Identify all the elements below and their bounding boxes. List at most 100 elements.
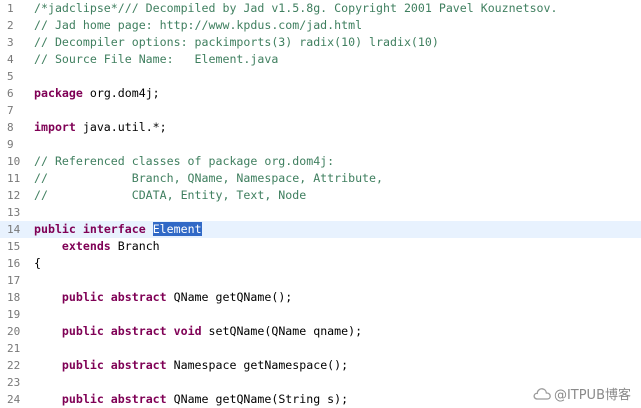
code-line[interactable]: 22 public abstract Namespace getNamespac…	[0, 357, 641, 374]
code-text: public abstract Namespace getNamespace()…	[34, 357, 348, 374]
code-token	[104, 290, 111, 304]
code-token: setQName(QName qname);	[201, 324, 363, 338]
line-number: 11	[7, 172, 21, 185]
code-token: public	[61, 290, 104, 304]
code-text: extends Branch	[34, 238, 160, 255]
code-text: // Referenced classes of package org.dom…	[34, 153, 334, 170]
code-token	[34, 290, 62, 304]
code-token: void	[173, 324, 202, 338]
line-number: 19	[7, 308, 21, 321]
code-token: // CDATA, Entity, Text, Node	[34, 188, 307, 202]
line-number: 12	[7, 189, 21, 202]
code-token: abstract	[110, 358, 167, 372]
code-token	[76, 222, 83, 236]
code-token	[167, 324, 174, 338]
code-token	[34, 239, 62, 253]
code-token: package	[34, 86, 83, 100]
line-number: 15	[7, 240, 21, 253]
code-token: public	[61, 392, 104, 406]
code-text: public abstract QName getQName();	[34, 289, 292, 306]
line-number: 16	[7, 257, 21, 270]
code-token: // Referenced classes of package org.dom…	[34, 154, 335, 168]
line-number: 6	[7, 87, 14, 100]
code-token	[104, 358, 111, 372]
code-text: import java.util.*;	[34, 119, 167, 136]
line-number: 24	[7, 393, 21, 406]
code-line[interactable]: 10 // Referenced classes of package org.d…	[0, 153, 641, 170]
line-number: 5	[7, 70, 14, 83]
line-number: 2	[7, 19, 14, 32]
code-line[interactable]: 18 public abstract QName getQName();	[0, 289, 641, 306]
code-token: {	[34, 256, 41, 270]
code-line[interactable]: 5	[0, 68, 641, 85]
code-text: // CDATA, Entity, Text, Node	[34, 187, 306, 204]
code-token	[34, 358, 62, 372]
code-token: // Decompiler options: packimports(3) ra…	[34, 35, 439, 49]
code-line[interactable]: 4 // Source File Name: Element.java	[0, 51, 641, 68]
code-line[interactable]: 17	[0, 272, 641, 289]
code-token: public	[61, 324, 104, 338]
code-line[interactable]: 9	[0, 136, 641, 153]
code-token	[146, 222, 153, 236]
code-text: {	[34, 255, 41, 272]
code-text: public abstract void setQName(QName qnam…	[34, 323, 362, 340]
code-token: QName getQName();	[166, 290, 293, 304]
code-text: /*jadclipse*/// Decompiled by Jad v1.5.8…	[34, 0, 558, 17]
code-text: package org.dom4j;	[34, 85, 160, 102]
code-token: java.util.*;	[75, 120, 167, 134]
line-number: 17	[7, 274, 21, 287]
watermark: @ITPUB博客	[530, 383, 633, 403]
code-token: // Jad home page: http://www.kpdus.com/j…	[34, 18, 363, 32]
code-line[interactable]: 20 public abstract void setQName(QName q…	[0, 323, 641, 340]
line-number: 13	[7, 206, 21, 219]
code-line[interactable]: 1 /*jadclipse*/// Decompiled by Jad v1.5.…	[0, 0, 641, 17]
code-line[interactable]: 13	[0, 204, 641, 221]
code-line[interactable]: 11// Branch, QName, Namespace, Attribute…	[0, 170, 641, 187]
code-token	[104, 324, 111, 338]
line-number: 9	[7, 138, 14, 151]
code-token: // Source File Name: Element.java	[34, 52, 279, 66]
code-text: public interface Element	[34, 221, 202, 238]
code-token: extends	[61, 239, 111, 253]
code-token: import	[34, 120, 76, 134]
line-number: 10	[7, 155, 21, 168]
code-token: interface	[82, 222, 146, 236]
code-line[interactable]: 7	[0, 102, 641, 119]
line-number: 22	[7, 359, 21, 372]
code-token: abstract	[110, 392, 167, 406]
line-number: 3	[7, 36, 14, 49]
watermark-text: @ITPUB博客	[553, 387, 631, 403]
code-token	[104, 392, 111, 406]
code-line[interactable]: 15 extends Branch	[0, 238, 641, 255]
code-token: public	[61, 358, 104, 372]
code-token	[34, 324, 62, 338]
line-number: 20	[7, 325, 21, 338]
line-number: 18	[7, 291, 21, 304]
code-line[interactable]: 8 import java.util.*;	[0, 119, 641, 136]
line-number: 4	[7, 53, 14, 66]
code-token	[34, 392, 62, 406]
code-line[interactable]: 12 // CDATA, Entity, Text, Node	[0, 187, 641, 204]
code-text: // Jad home page: http://www.kpdus.com/j…	[34, 17, 362, 34]
line-number: 1	[7, 2, 14, 15]
cloud-icon	[533, 387, 551, 400]
code-line[interactable]: 21	[0, 340, 641, 357]
code-text: // Source File Name: Element.java	[34, 51, 278, 68]
code-token: public	[34, 222, 76, 236]
code-line[interactable]: 16 {	[0, 255, 641, 272]
code-line[interactable]: 2 // Jad home page: http://www.kpdus.com/…	[0, 17, 641, 34]
line-number: 8	[7, 121, 14, 134]
code-token: Branch	[110, 239, 160, 253]
code-line[interactable]: 23	[0, 374, 641, 391]
code-text: public abstract QName getQName(String s)…	[34, 391, 348, 408]
code-token: abstract	[110, 290, 167, 304]
code-line[interactable]: 24 public abstract QName getQName(String…	[0, 391, 641, 408]
code-line[interactable]: 19	[0, 306, 641, 323]
code-line[interactable]: 6 package org.dom4j;	[0, 85, 641, 102]
code-token: Namespace getNamespace();	[166, 358, 349, 372]
code-line[interactable]: 3 // Decompiler options: packimports(3) r…	[0, 34, 641, 51]
selected-text: Element	[152, 222, 202, 236]
line-number: 21	[7, 342, 21, 355]
